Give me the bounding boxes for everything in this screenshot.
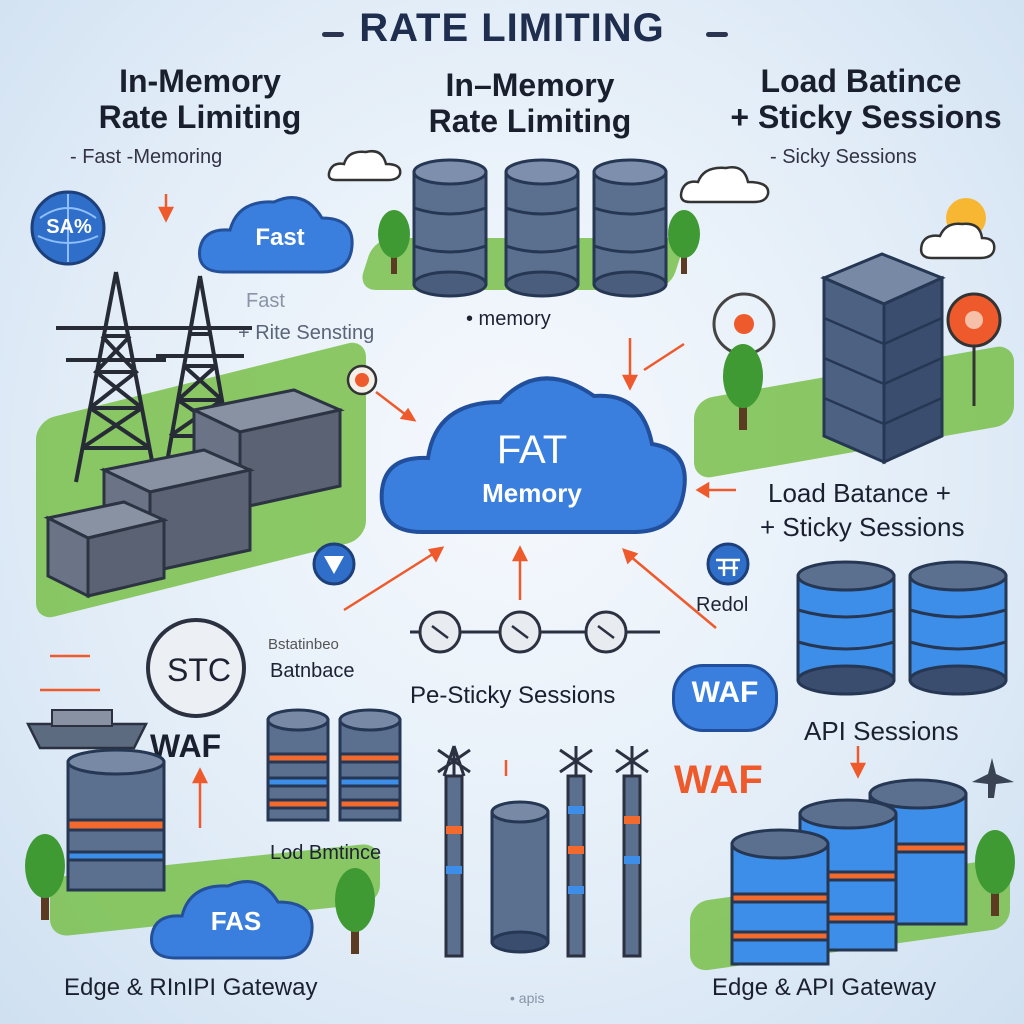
- cargo-ship-icon: [25, 709, 149, 750]
- database-server-icon: [412, 158, 668, 298]
- bottom-ghost-label: • apis: [510, 990, 545, 1006]
- antenna-tower-icon: [437, 745, 649, 958]
- edge-right-label: Edge & API Gateway: [712, 974, 937, 1001]
- drum-server-stack-icon: [730, 778, 968, 966]
- title-dash-left: [322, 32, 344, 37]
- tree-icon: [335, 868, 375, 954]
- drum-server-icon: [266, 708, 402, 822]
- cloud-small-icon: [198, 196, 354, 274]
- heading-left-sub: - Fast -Memoring: [70, 146, 223, 168]
- cloud-center-line1: FAT: [496, 428, 568, 472]
- cloud-center-line2: Memory: [482, 478, 582, 508]
- tree-icon: [668, 210, 700, 274]
- fast-ghost-label: Fast: [246, 290, 285, 312]
- cloud-outline-icon: [679, 166, 770, 204]
- heading-right-line2: + Sticky Sessions: [730, 99, 1002, 135]
- sun-cloud-icon: [919, 198, 996, 260]
- cloud-small-label: Fast: [255, 224, 305, 251]
- storage-container-icon: [43, 388, 345, 599]
- rate-sensing-label: + Rite Sensting: [238, 322, 375, 344]
- network-switch-icon: [706, 542, 750, 586]
- heading-center-line2: Rate Limiting: [428, 103, 632, 139]
- tree-icon: [975, 830, 1015, 916]
- heading-right-sub: - Sicky Sessions: [770, 146, 917, 168]
- cloud-bottom-icon: [150, 880, 314, 960]
- network-globe-icon: [312, 542, 356, 586]
- lod-bmtince-label: Lod Bmtince: [270, 842, 382, 864]
- cloud-center-icon: [379, 376, 687, 534]
- stack-server-icon: [66, 748, 166, 892]
- percent-badge-label: SA%: [46, 216, 92, 238]
- waf-badge: [672, 664, 778, 732]
- location-marker-icon: [346, 364, 378, 396]
- waf-badge-label: WAF: [691, 676, 759, 709]
- load-balance-label-1: Load Batance +: [768, 478, 951, 508]
- cloud-bottom-label: FAS: [210, 906, 262, 936]
- heading-left-line1: In-Memory: [119, 63, 281, 99]
- airplane-icon: [972, 758, 1014, 798]
- api-sessions-label: API Sessions: [804, 716, 959, 746]
- drum-server-icon: [796, 560, 1008, 696]
- tree-icon: [723, 344, 763, 430]
- stc-badge-icon: [146, 618, 246, 718]
- batnbace-label: Batnbace: [270, 660, 355, 682]
- stc-badge-label: STC: [167, 652, 231, 688]
- load-balance-label-2: + Sticky Sessions: [760, 512, 965, 542]
- heading-left-line2: Rate Limiting: [98, 99, 302, 135]
- heading-center-line1: In–Memory: [445, 67, 615, 103]
- memory-label: • memory: [466, 308, 551, 330]
- tree-icon: [378, 210, 410, 274]
- batnbace-small-label: Bstatinbeo: [268, 636, 339, 653]
- title-dash-right: [706, 32, 728, 37]
- edge-left-label: Edge & RInIPI Gateway: [64, 974, 318, 1001]
- page-title: RATE LIMITING: [359, 6, 665, 50]
- redol-label: Redol: [696, 594, 749, 616]
- tree-icon: [25, 834, 65, 920]
- node-chain-icon: [410, 610, 660, 654]
- pe-sticky-label: Pe-Sticky Sessions: [410, 682, 616, 709]
- tower-server-icon: [820, 252, 946, 465]
- heading-right-line1: Load Batince: [760, 63, 962, 99]
- waf-right-label: WAF: [674, 758, 763, 802]
- cloud-outline-icon: [327, 150, 402, 182]
- percent-badge-icon: [30, 190, 106, 266]
- location-pin-icon: [946, 292, 1002, 406]
